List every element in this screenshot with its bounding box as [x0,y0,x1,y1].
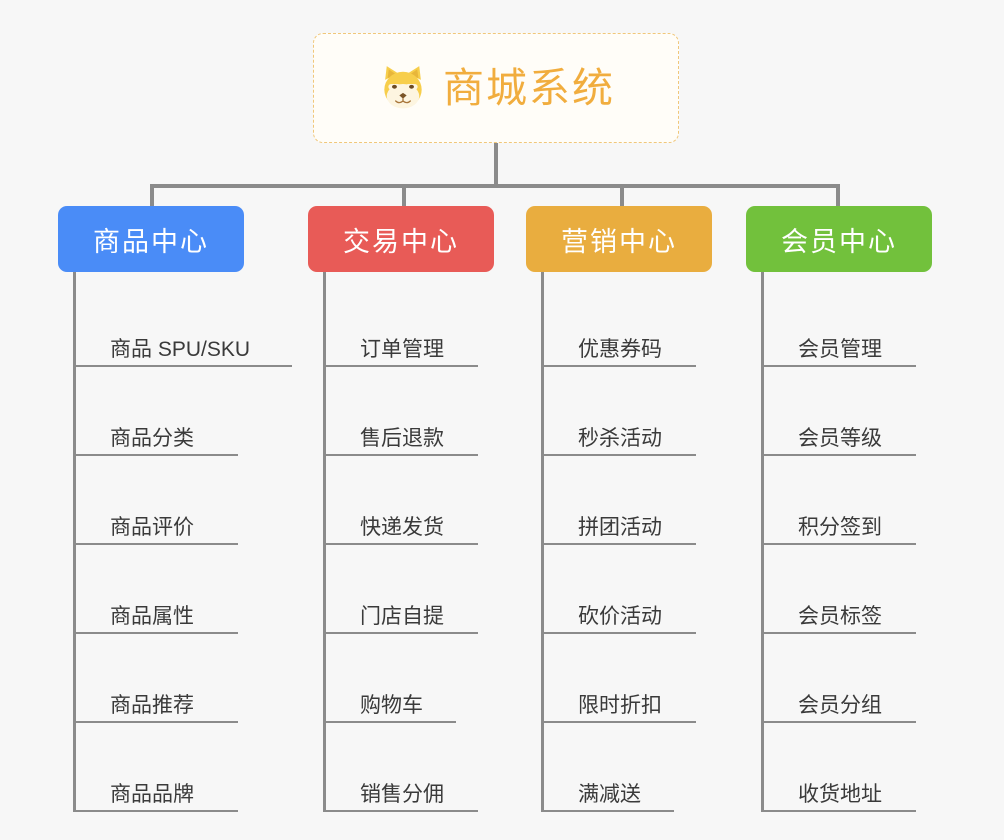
leaf-label: 门店自提 [360,604,444,628]
branch-商品中心: 商品中心 商品 SPU/SKU 商品分类 商品评价 商品属性 商品推荐 商品品牌 [58,206,292,812]
branch-header-2[interactable]: 交易中心 [308,206,494,272]
leaf-label: 会员管理 [798,337,882,361]
leaf-item[interactable]: 商品分类 [76,367,244,456]
leaf-underline [544,454,696,456]
branch-header-label: 交易中心 [343,226,459,257]
shiba-dog-face-icon [377,62,429,114]
branch-交易中心: 交易中心 订单管理 售后退款 快递发货 门店自提 购物车 销售分佣 [308,206,494,812]
leaf-underline [76,454,238,456]
leaf-item[interactable]: 销售分佣 [326,723,494,812]
leaf-item[interactable]: 优惠券码 [544,278,712,367]
leaf-item[interactable]: 售后退款 [326,367,494,456]
leaf-label: 订单管理 [360,337,444,361]
leaf-item[interactable]: 秒杀活动 [544,367,712,456]
leaf-label: 优惠券码 [578,337,662,361]
leaf-label: 商品评价 [110,515,194,539]
leaf-list-4: 会员管理 会员等级 积分签到 会员标签 会员分组 收货地址 [761,272,932,812]
leaf-label: 商品属性 [110,604,194,628]
leaf-underline [544,543,696,545]
leaf-item[interactable]: 商品评价 [76,456,244,545]
branch-header-3[interactable]: 营销中心 [526,206,712,272]
leaf-label: 砍价活动 [578,604,662,628]
leaf-underline [764,721,916,723]
leaf-underline [326,365,478,367]
leaf-underline [326,543,478,545]
leaf-underline [326,810,478,812]
leaf-underline [544,632,696,634]
leaf-label: 商品 SPU/SKU [110,337,251,361]
leaf-underline [544,365,696,367]
leaf-underline [764,454,916,456]
branch-header-label: 会员中心 [781,226,897,257]
leaf-item[interactable]: 限时折扣 [544,634,712,723]
leaf-underline [76,543,238,545]
leaf-item[interactable]: 商品属性 [76,545,244,634]
leaf-underline [764,365,916,367]
leaf-item[interactable]: 会员分组 [764,634,932,723]
root-title: 商城系统 [443,64,615,111]
leaf-label: 销售分佣 [360,782,444,806]
branch-drop-connector-1 [150,186,154,210]
leaf-label: 收货地址 [798,782,882,806]
branch-drop-connector-3 [620,186,624,210]
branch-header-label: 营销中心 [561,226,677,257]
leaf-label: 商品推荐 [110,693,194,717]
leaf-label: 拼团活动 [578,515,662,539]
leaf-item[interactable]: 商品 SPU/SKU [76,278,292,367]
branch-header-4[interactable]: 会员中心 [746,206,932,272]
leaf-label: 积分签到 [798,515,882,539]
leaf-item[interactable]: 购物车 [326,634,494,723]
leaf-item[interactable]: 快递发货 [326,456,494,545]
branch-bus-connector [150,184,840,188]
leaf-item[interactable]: 砍价活动 [544,545,712,634]
leaf-item[interactable]: 会员标签 [764,545,932,634]
leaf-underline [326,721,456,723]
branch-header-1[interactable]: 商品中心 [58,206,244,272]
leaf-item[interactable]: 门店自提 [326,545,494,634]
leaf-label: 秒杀活动 [578,426,662,450]
leaf-underline [326,632,478,634]
leaf-list-2: 订单管理 售后退款 快递发货 门店自提 购物车 销售分佣 [323,272,494,812]
leaf-underline [764,810,916,812]
leaf-item[interactable]: 会员等级 [764,367,932,456]
branch-营销中心: 营销中心 优惠券码 秒杀活动 拼团活动 砍价活动 限时折扣 满减送 [526,206,712,812]
leaf-label: 限时折扣 [578,693,662,717]
leaf-underline [76,810,238,812]
leaf-underline [326,454,478,456]
leaf-underline [764,543,916,545]
root-node[interactable]: 商城系统 [313,33,679,143]
leaf-underline [76,365,292,367]
leaf-item[interactable]: 拼团活动 [544,456,712,545]
leaf-underline [764,632,916,634]
branch-drop-connector-4 [836,186,840,210]
leaf-label: 售后退款 [360,426,444,450]
leaf-label: 满减送 [578,782,641,806]
leaf-list-1: 商品 SPU/SKU 商品分类 商品评价 商品属性 商品推荐 商品品牌 [73,272,292,812]
leaf-label: 会员等级 [798,426,882,450]
leaf-underline [544,721,696,723]
leaf-label: 购物车 [360,693,423,717]
leaf-label: 会员标签 [798,604,882,628]
leaf-item[interactable]: 积分签到 [764,456,932,545]
leaf-label: 商品品牌 [110,782,194,806]
leaf-underline [76,721,238,723]
leaf-label: 快递发货 [360,515,444,539]
leaf-item[interactable]: 商品推荐 [76,634,244,723]
branch-header-label: 商品中心 [93,226,209,257]
leaf-item[interactable]: 收货地址 [764,723,932,812]
leaf-list-3: 优惠券码 秒杀活动 拼团活动 砍价活动 限时折扣 满减送 [541,272,712,812]
root-stem-connector [494,143,498,187]
leaf-item[interactable]: 订单管理 [326,278,494,367]
leaf-underline [544,810,674,812]
branch-会员中心: 会员中心 会员管理 会员等级 积分签到 会员标签 会员分组 收货地址 [746,206,932,812]
leaf-underline [76,632,238,634]
leaf-item[interactable]: 会员管理 [764,278,932,367]
branch-drop-connector-2 [402,186,406,210]
leaf-item[interactable]: 商品品牌 [76,723,244,812]
leaf-label: 会员分组 [798,693,882,717]
leaf-item[interactable]: 满减送 [544,723,712,812]
leaf-label: 商品分类 [110,426,194,450]
